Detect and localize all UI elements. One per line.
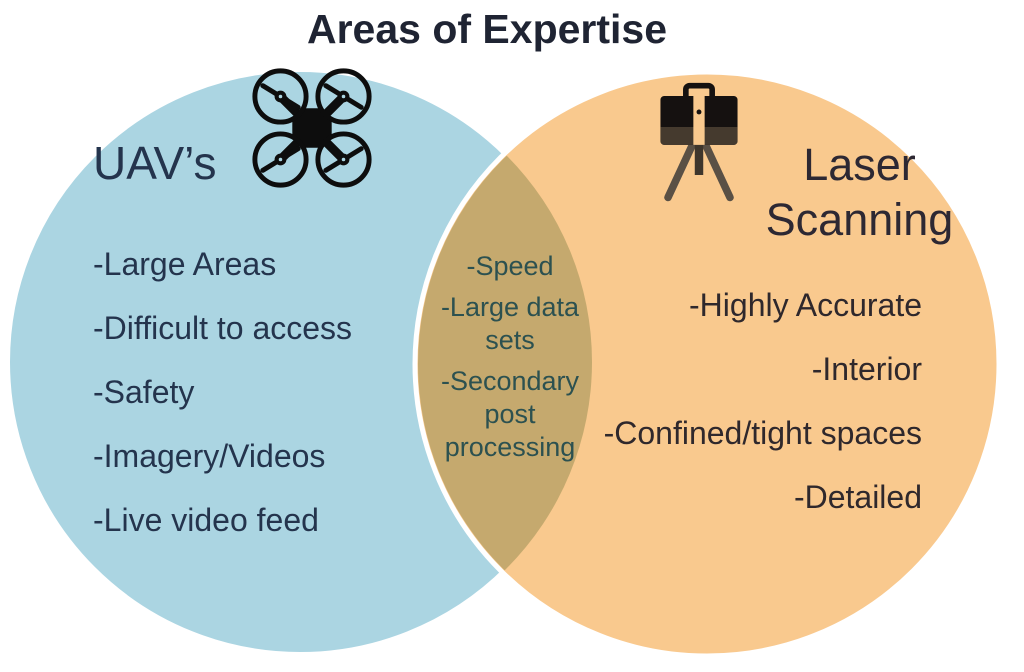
list-item: -Speed — [466, 251, 554, 281]
list-item: -Large Areas — [93, 246, 277, 282]
list-item: -Safety — [93, 374, 195, 410]
list-item: -Detailed — [793, 479, 922, 515]
uav-list: -Large Areas -Difficult to access -Safet… — [93, 246, 352, 539]
list-item: -Difficult to access — [93, 310, 353, 346]
laser-heading: Laser Scanning — [765, 139, 954, 245]
laser-circle — [412, 69, 1002, 659]
page-title: Areas of Expertise — [306, 6, 668, 52]
laser-list: -Highly Accurate -Interior -Confined/tig… — [592, 286, 922, 516]
list-item: -Imagery/Videos — [93, 438, 326, 474]
list-item: -Live video feed — [93, 502, 319, 538]
overlap-list: -Speed -Large data sets -Secondary post … — [420, 250, 600, 464]
list-item: -Secondary post processing — [440, 366, 580, 462]
list-item: -Highly Accurate — [689, 287, 922, 323]
list-item: -Confined/tight spaces — [603, 415, 922, 451]
laser-scanner-icon — [652, 82, 746, 209]
list-item: -Large data sets — [440, 292, 580, 355]
drone-icon — [248, 64, 376, 197]
list-item: -Interior — [811, 351, 922, 387]
uav-heading: UAV’s — [93, 137, 217, 189]
